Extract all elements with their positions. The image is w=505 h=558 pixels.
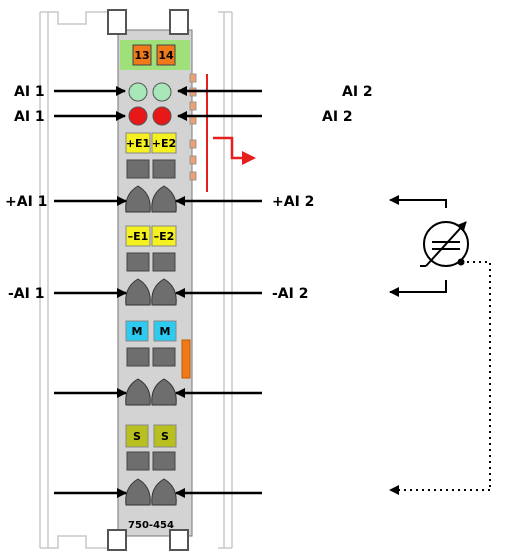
label-right-plus: +AI 2 [272,194,314,210]
label-left-plus: +AI 1 [5,194,47,210]
terminal-block [125,159,177,506]
terminal-marker [152,451,176,471]
minus-tags: –E1 –E2 [125,225,177,247]
terminal-marker [152,159,176,179]
terminal-clamp-opening [151,378,177,406]
signal-arrows [54,86,262,498]
top-tag-left: 13 [134,49,149,62]
housing-outline [39,11,233,549]
label-left-led-top: AI 1 [14,84,45,100]
terminal-clamp-opening [151,278,177,306]
tag-s-2: S [161,430,169,443]
top-tags: 13 14 [132,44,176,66]
tag-plus-e1: +E1 [126,137,150,150]
tag-m-2: M [160,325,171,338]
led-red-1 [128,106,148,126]
terminal-marker [126,252,150,272]
plus-tags: +E1 +E2 [125,132,177,154]
status-leds [128,82,172,126]
tag-s-1: S [133,430,141,443]
terminal-marker [126,451,150,471]
label-right-led-top: AI 2 [342,84,373,100]
led-green-1 [128,82,148,102]
tag-plus-e2: +E2 [152,137,176,150]
terminal-marker [152,347,176,367]
label-right-minus: -AI 2 [272,286,308,302]
label-right-led-bottom: AI 2 [322,109,353,125]
terminal-marker [152,252,176,272]
m-tags: M M [125,320,177,342]
label-left-led-bottom: AI 1 [14,109,45,125]
tag-minus-e2: –E2 [154,230,175,243]
terminal-marker [126,347,150,367]
adjustable-sensor-icon [389,195,491,495]
label-left-minus: -AI 1 [8,286,44,302]
led-green-2 [152,82,172,102]
top-header [120,40,190,70]
terminal-marker [126,159,150,179]
led-red-2 [152,106,172,126]
tag-minus-e1: –E1 [128,230,149,243]
bus-arrow [206,74,256,192]
terminal-clamp-opening [151,478,177,506]
tag-m-1: M [132,325,143,338]
model-number: 750-454 [128,520,174,531]
top-tag-right: 14 [158,49,174,62]
s-tags: S S [125,424,177,448]
